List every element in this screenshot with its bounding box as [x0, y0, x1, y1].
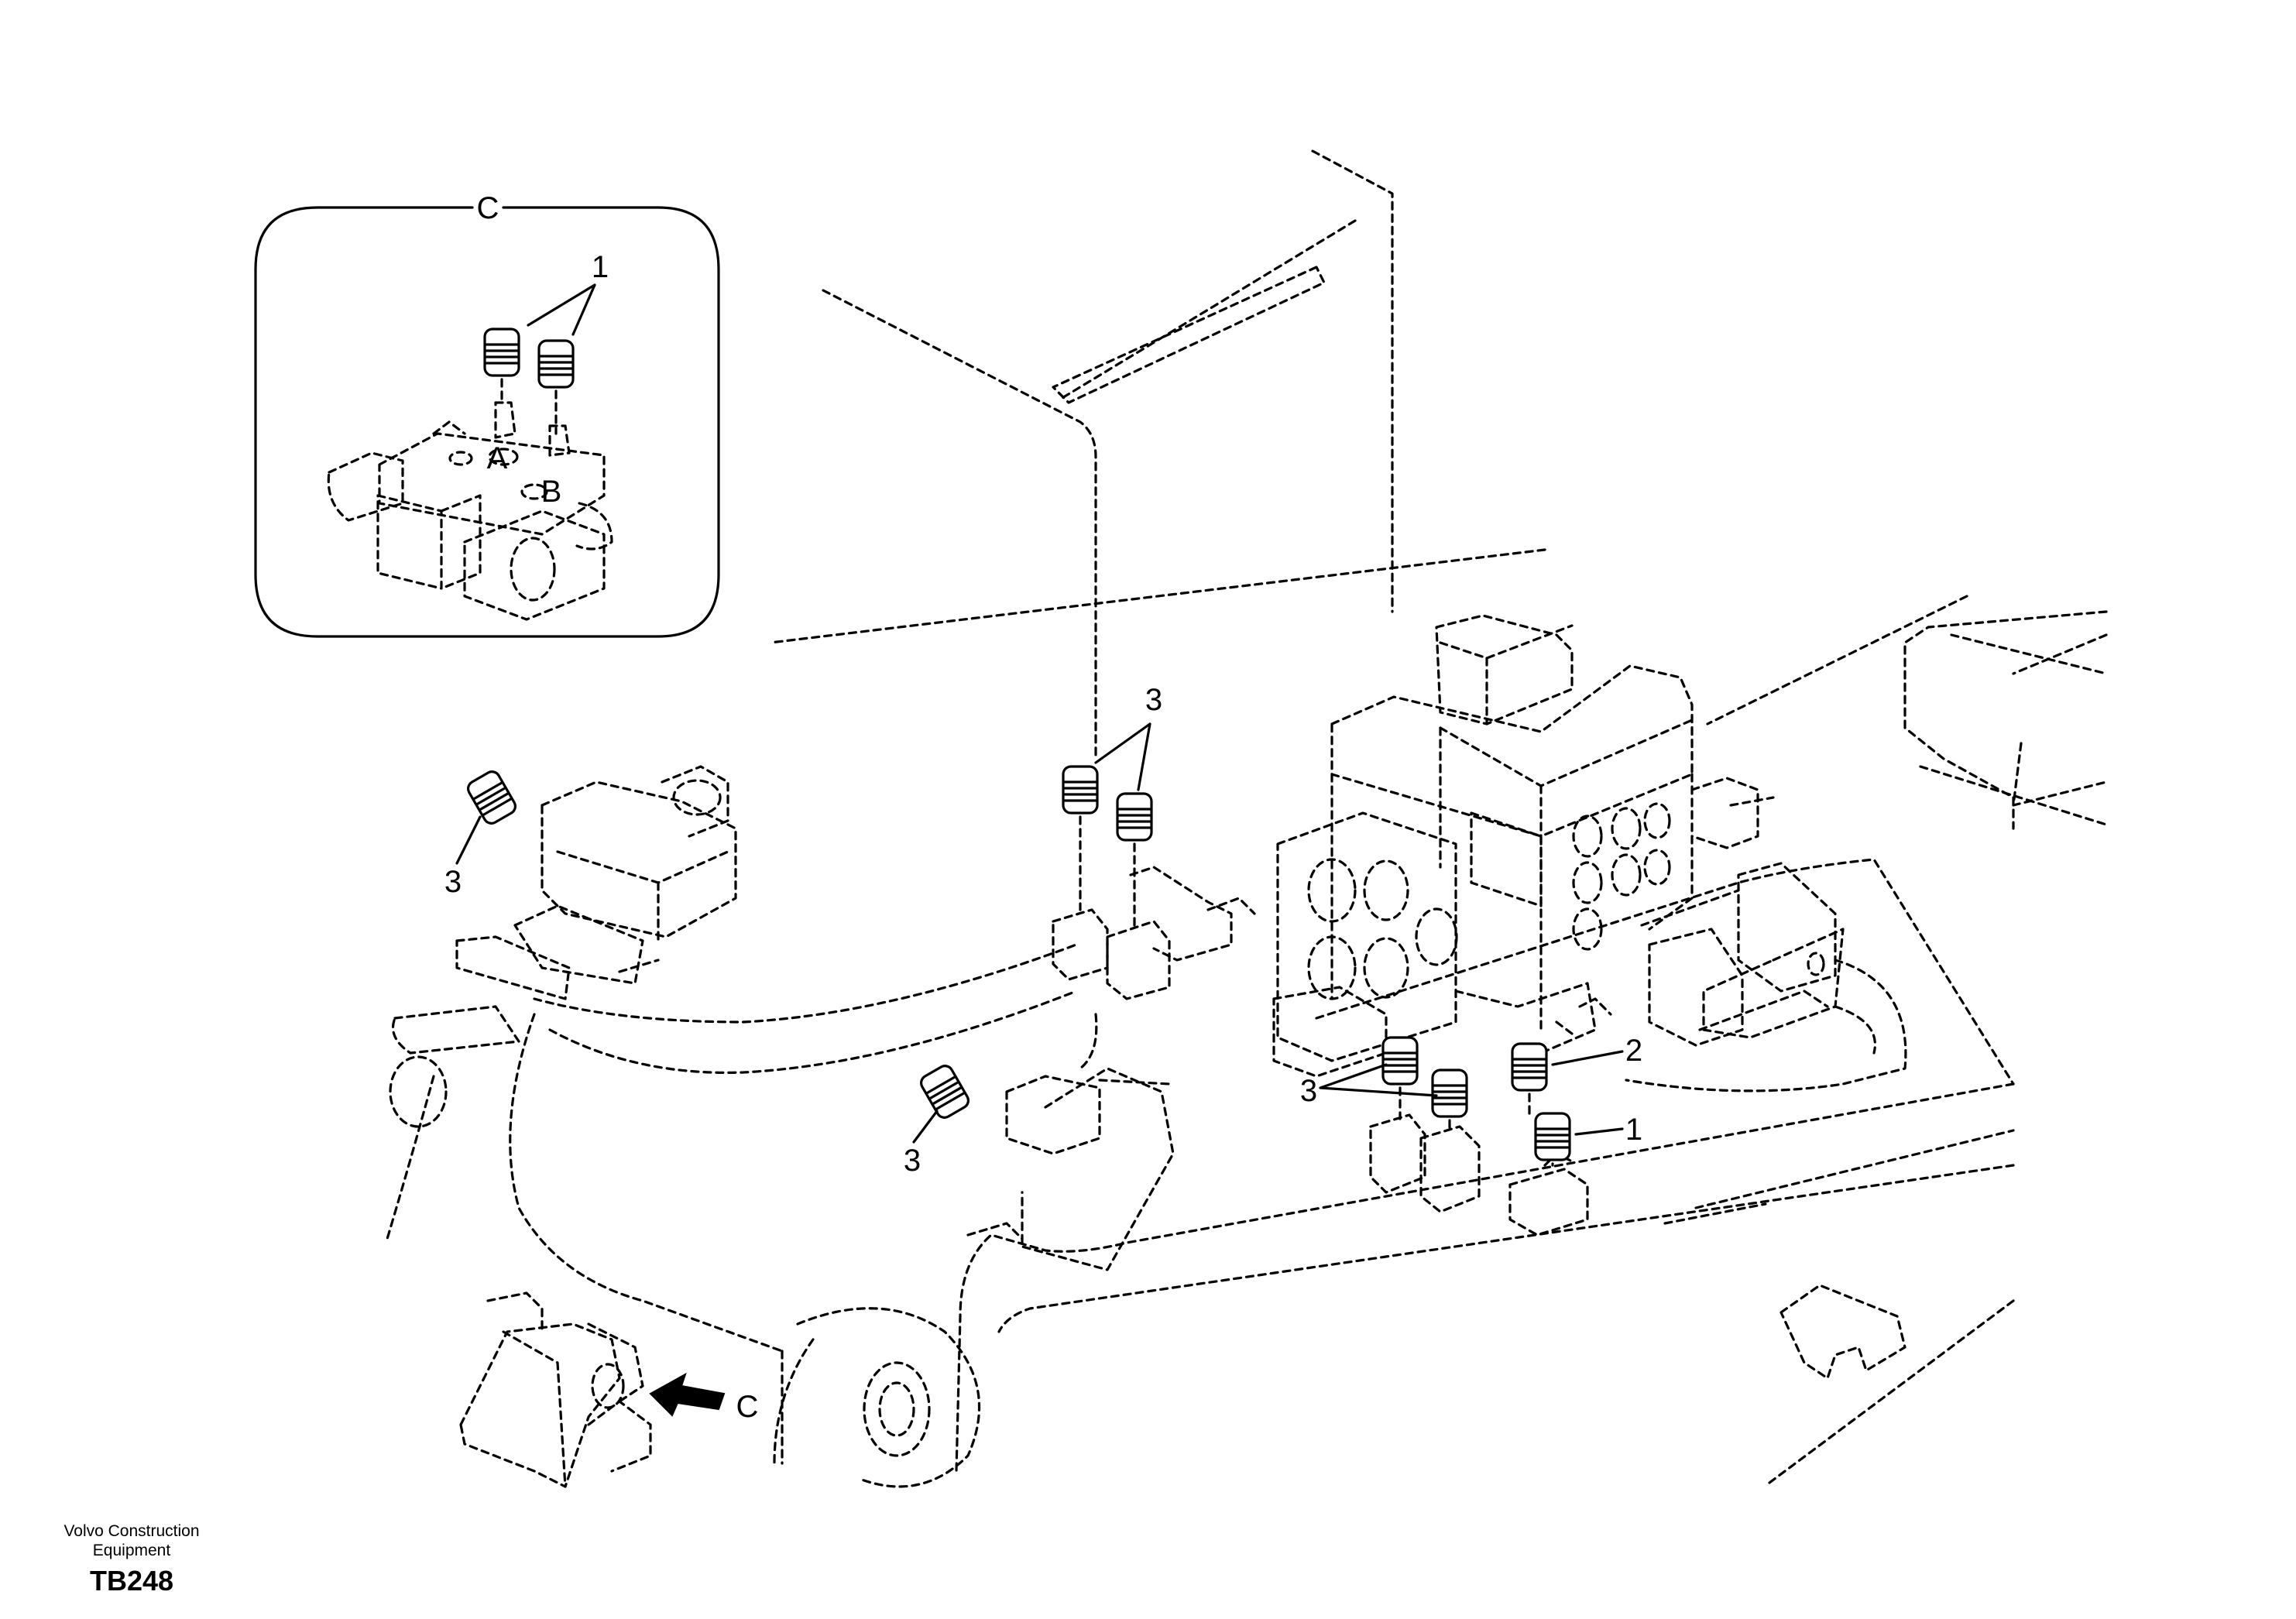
plug-icon [1511, 1042, 1548, 1092]
view-arrow [649, 1372, 726, 1417]
footer: Volvo Construction Equipment TB248 [31, 1521, 232, 1597]
company-name-line2: Equipment [92, 1542, 171, 1559]
plug-icon [537, 339, 575, 389]
company-name-line1: Volvo Construction [63, 1522, 200, 1540]
machine-frame-outline [386, 149, 2108, 1488]
drawing-code: TB248 [89, 1565, 174, 1597]
port-b-label: B [541, 475, 562, 509]
plug-icon [1381, 1036, 1419, 1086]
plug-icon [1431, 1068, 1468, 1118]
plug-icon [464, 767, 520, 828]
plug-group-right [1381, 1036, 1571, 1167]
callout-2: 2 [1625, 1034, 1642, 1068]
control-valve-assembly [1272, 614, 1907, 1092]
plug-icon [483, 328, 520, 377]
valve-block-left-upper [513, 765, 737, 985]
valve-block-mid-lower [1005, 1067, 1175, 1271]
detail-view-c: C 1 A B [254, 191, 720, 638]
detail-valve-block [327, 401, 613, 621]
port-a-label: A [487, 441, 508, 475]
plug-icon [1062, 765, 1099, 815]
callout-3-lower: 3 [904, 1144, 921, 1178]
plug-icon [917, 1062, 973, 1122]
callout-3-center: 3 [1145, 683, 1162, 717]
plug-icon [1116, 792, 1153, 842]
callout-3-right: 3 [1300, 1074, 1317, 1108]
callout-3-left: 3 [444, 865, 462, 899]
callout-1: 1 [1625, 1113, 1642, 1147]
valve-block-view-c [459, 1291, 652, 1488]
valve-block-center [1052, 866, 1256, 1000]
plug-group-center [1062, 765, 1153, 931]
view-arrow-label: C [736, 1390, 759, 1424]
detail-callout-1: 1 [592, 250, 609, 284]
leader-lines [455, 722, 1624, 1144]
plug-icon [1534, 1112, 1571, 1161]
detail-view-label: C [477, 191, 499, 225]
